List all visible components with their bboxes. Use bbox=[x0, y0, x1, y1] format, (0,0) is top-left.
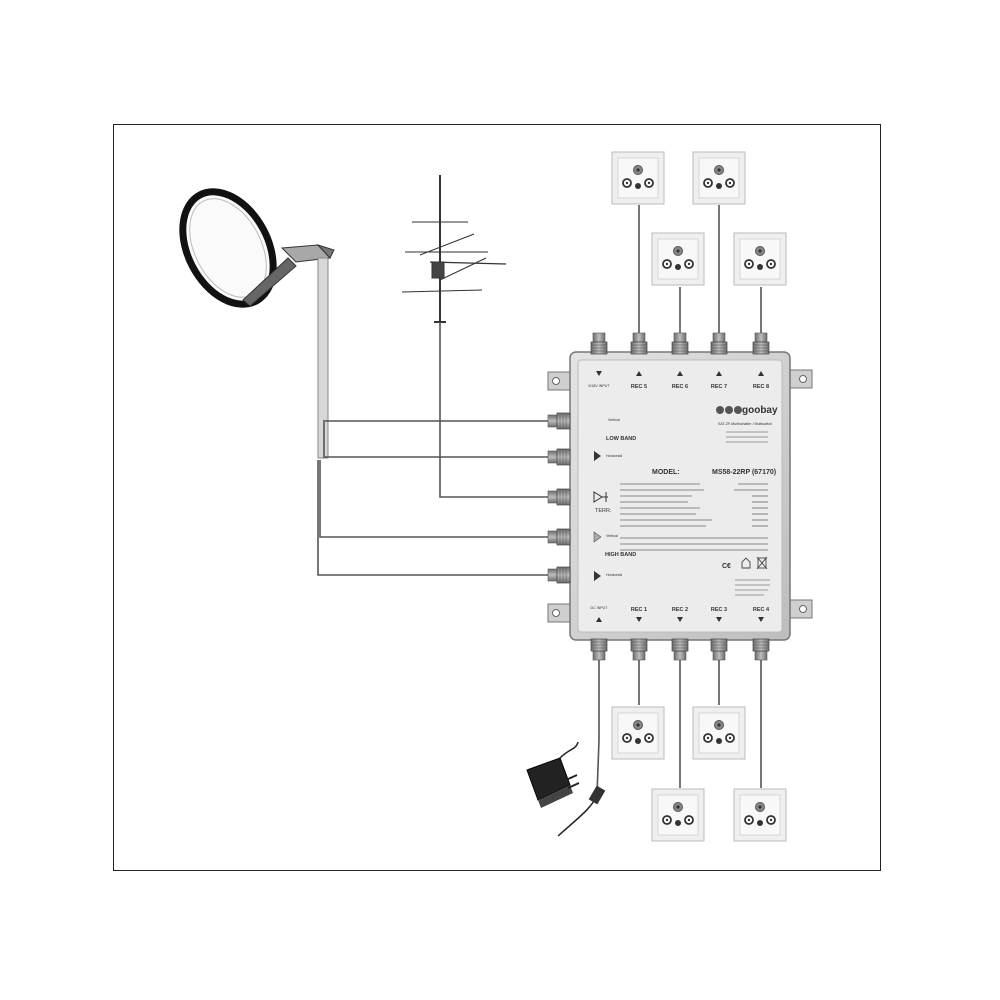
certification-marks: C€ bbox=[722, 556, 768, 570]
spec-table bbox=[620, 483, 768, 551]
port-label-rec8: REC 8 bbox=[753, 384, 769, 390]
svg-text:Vertical: Vertical bbox=[608, 418, 620, 422]
horizontal-low-label: Horizontal bbox=[606, 454, 622, 458]
horizontal-high-arrow bbox=[594, 571, 601, 581]
port-label-rec4: REC 4 bbox=[753, 607, 770, 613]
terr-label: TERR. bbox=[595, 508, 612, 514]
model-label: MODEL: bbox=[652, 469, 680, 476]
port-label-rec1: REC 1 bbox=[631, 607, 647, 613]
product-line-sub bbox=[726, 431, 768, 443]
vertical-high-label: Vertical bbox=[606, 534, 618, 538]
horizontal-low-arrow bbox=[594, 451, 601, 461]
multiswitch-unit: 0/18V INPUT REC 5 REC 6 REC 7 REC 8 DC I… bbox=[547, 332, 813, 661]
model-value: MS58-22RP (67170) bbox=[712, 469, 776, 476]
satellite-dish-icon bbox=[179, 188, 335, 459]
port-label-rec5: REC 5 bbox=[631, 384, 647, 390]
horizontal-high-label: Horizontal bbox=[606, 573, 622, 577]
brand-logo: goobay bbox=[716, 405, 778, 416]
terr-antenna-symbol bbox=[593, 491, 608, 503]
port-label-rec2: REC 2 bbox=[672, 607, 688, 613]
svg-text:goobay: goobay bbox=[742, 405, 778, 416]
svg-text:C€: C€ bbox=[722, 563, 731, 570]
port-label-dc-input: DC INPUT bbox=[591, 606, 609, 610]
port-label-rec3: REC 3 bbox=[711, 607, 727, 613]
manufacturer-address bbox=[735, 579, 770, 596]
input-cables bbox=[317, 322, 548, 576]
vertical-low-indicator: Vertical bbox=[608, 418, 620, 422]
vertical-high-arrow bbox=[593, 531, 602, 543]
high-band-label: HIGH BAND bbox=[605, 552, 636, 558]
product-line: SAT-ZF-Multischalter / Multiswitch bbox=[718, 422, 772, 426]
port-label-rec6: REC 6 bbox=[672, 384, 688, 390]
diagram-frame bbox=[113, 124, 881, 871]
terrestrial-antenna-icon bbox=[401, 175, 507, 323]
port-label-rec7: REC 7 bbox=[711, 384, 727, 390]
output-cables bbox=[596, 205, 762, 796]
port-label-input-0-18v: 0/18V INPUT bbox=[588, 384, 610, 388]
power-adapter-icon bbox=[526, 741, 606, 837]
low-band-label: LOW BAND bbox=[606, 436, 636, 442]
